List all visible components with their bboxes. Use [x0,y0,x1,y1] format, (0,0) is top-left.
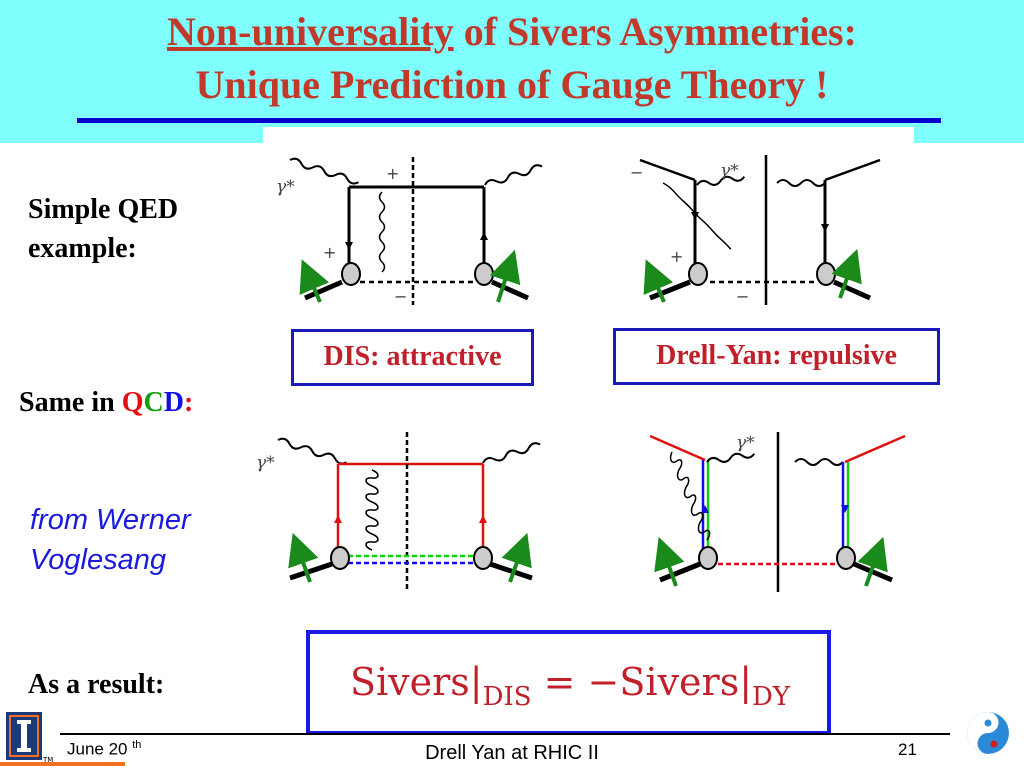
plus-label: + [670,247,683,266]
footer-date: June 20 th [67,739,141,760]
qcd-d: D [163,387,184,418]
plus-label: + [323,243,336,262]
same-in-qcd-label: Same in QCD: [19,386,193,420]
eq-mid: = −Sivers| [531,660,753,704]
minus-label: − [630,163,643,182]
slide-header: Non-universality of Sivers Asymmetries: … [0,0,1024,143]
as-a-result-label: As a result: [28,669,165,700]
simple-qed-label-2: example: [28,233,137,264]
lab-logo [967,712,1009,754]
eq-lhs: Sivers| [350,660,483,704]
credit-line-1: from Werner [30,504,191,536]
minus-label: − [394,287,407,306]
gamma-label: γ* [720,161,739,181]
gamma-label: γ* [276,177,295,197]
page-number: 21 [898,740,917,759]
svg-text:TM: TM [42,756,53,764]
simple-qed-label-1: Simple QED [28,194,179,225]
qed-dis-diagram: γ* + + − [276,157,543,306]
footer-date-text: June 20 [67,739,128,759]
footer-title: Drell Yan at RHIC II [425,742,599,764]
sivers-equation: Sivers|DIS = −Sivers|DY [350,660,790,712]
eq-rhs-sub: DY [752,682,791,712]
gamma-label: γ* [736,433,755,453]
qcd-dis-diagram: γ* [256,432,541,592]
eq-lhs-sub: DIS [482,682,532,712]
illinois-logo: TM [0,712,125,766]
plus-label: + [386,164,399,183]
qed-dy-diagram: γ* − + − [630,155,881,306]
footer-rule [60,733,950,735]
equation-box: Sivers|DIS = −Sivers|DY [306,630,831,735]
same-in-text: Same in [19,387,122,418]
footer-date-sup: th [132,739,142,751]
qcd-q: Q [121,387,144,418]
qcd-colon: : [183,387,194,418]
qcd-c: C [143,387,164,418]
diagram-panel-top [263,127,914,147]
slide-title-line-2: Unique Prediction of Gauge Theory ! [195,62,829,107]
drell-yan-repulsive-box: Drell-Yan: repulsive [613,328,940,385]
slide-title-line-1: Non-universality of Sivers Asymmetries: [0,8,1024,56]
credit-line-2: Voglesang [30,544,166,576]
dis-attractive-box: DIS: attractive [291,329,534,386]
qcd-dy-diagram: γ* [649,432,906,592]
title-rest: of Sivers Asymmetries: [453,9,857,54]
gamma-label: γ* [256,453,275,473]
minus-label: − [736,287,749,306]
header-rule [77,118,941,123]
title-underlined: Non-universality [167,9,454,54]
